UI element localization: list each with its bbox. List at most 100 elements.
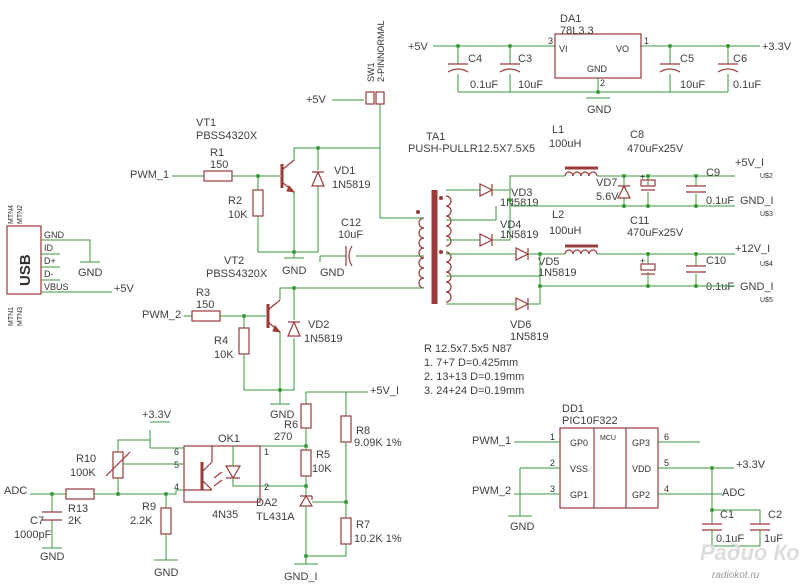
svg-text:1N5819: 1N5819 [538,267,577,279]
svg-text:R2: R2 [228,195,242,207]
svg-text:4: 4 [664,484,669,494]
svg-text:+: + [640,172,645,182]
svg-text:470uFx25V: 470uFx25V [627,143,684,155]
svg-text:100K: 100K [70,467,96,479]
svg-text:0.1uF: 0.1uF [733,79,761,91]
p3v3-label: +3.3V [762,41,792,53]
da1-value: 78L3.3 [560,25,594,37]
svg-text:1: 1 [644,36,649,46]
svg-text:GND: GND [270,409,295,421]
svg-text:+: + [640,256,645,266]
svg-text:5.6V: 5.6V [596,191,619,203]
svg-text:C5: C5 [680,53,694,65]
svg-text:0.1uF: 0.1uF [470,79,498,91]
svg-text:C3: C3 [518,53,532,65]
svg-text:1. 7+7 D=0.425mm: 1. 7+7 D=0.425mm [424,357,518,369]
svg-text:PIC10F322: PIC10F322 [562,415,618,427]
svg-text:3: 3 [550,484,555,494]
svg-text:1uF: 1uF [764,533,783,545]
svg-text:10K: 10K [228,209,248,221]
svg-text:0.1uF: 0.1uF [706,281,734,293]
svg-text:VD4: VD4 [500,219,521,231]
pwm2-net: PWM_2 [142,309,181,321]
svg-text:6: 6 [174,447,179,457]
svg-text:1N5819: 1N5819 [332,179,371,191]
svg-text:U$3: U$3 [760,211,773,218]
watermark: Радио Кот radiokot.ru [700,540,800,581]
svg-text:150: 150 [196,299,214,311]
svg-text:GND: GND [40,551,65,563]
svg-text:VD1: VD1 [334,165,355,177]
svg-text:270: 270 [274,431,292,443]
svg-text:VD7: VD7 [596,177,617,189]
p5vi-label: +5V_I [735,157,764,169]
svg-text:C11: C11 [630,215,649,227]
dd1-mcu: DD1 PIC10F322 MCU GP0 VSS GP1 GP3 VDD GP… [472,403,783,547]
da1-ref: DA1 [560,13,581,25]
svg-text:GND: GND [320,267,345,279]
svg-text:C12: C12 [341,217,361,229]
svg-text:DA2: DA2 [256,497,277,509]
svg-text:470uFx25V: 470uFx25V [627,227,684,239]
svg-text:10K: 10K [214,349,234,361]
dd1-pwm1: PWM_1 [472,435,511,447]
svg-text:VO: VO [616,44,629,54]
svg-text:GND: GND [78,267,103,279]
svg-text:GND: GND [510,521,535,533]
svg-text:C1: C1 [720,509,734,521]
pwm1-net: PWM_1 [130,169,169,181]
svg-text:MTN1: MTN1 [8,307,15,326]
svg-text:TA1: TA1 [426,131,445,143]
svg-text:R7: R7 [356,519,370,531]
svg-text:R8: R8 [356,425,370,437]
svg-text:MTN4: MTN4 [8,205,15,224]
svg-text:OK1: OK1 [218,433,240,445]
regulator-section: +5V +3.3V DA1 78L3.3 VI VO GND 3 1 2 GND… [408,13,792,116]
svg-text:R4: R4 [214,335,228,347]
svg-text:R13: R13 [68,503,88,515]
svg-text:C6: C6 [733,53,747,65]
gnd-i-label-3: GND_I [284,571,318,583]
svg-text:R10: R10 [76,453,96,465]
svg-text:C10: C10 [706,255,726,267]
svg-text:PUSH-PULLR12.5X7.5X5: PUSH-PULLR12.5X7.5X5 [408,143,535,155]
svg-text:2.2K: 2.2K [130,515,153,527]
adc-left-label: ADC [4,485,27,497]
ta1-transformer: TA1 PUSH-PULLR12.5X7.5X5 [408,131,541,305]
svg-text:2-PINNORMAL: 2-PINNORMAL [376,20,386,82]
svg-text:GND: GND [154,567,179,579]
svg-text:6: 6 [664,432,669,442]
svg-text:R 12.5x7.5x5 N87: R 12.5x7.5x5 N87 [424,343,512,355]
svg-text:PBSS4320X: PBSS4320X [206,268,268,280]
usb-vbus-label: +5V [114,283,135,295]
svg-text:1N5819: 1N5819 [304,333,343,345]
svg-text:1N5819: 1N5819 [500,229,539,241]
svg-text:MTN2: MTN2 [17,205,24,224]
svg-text:VD3: VD3 [511,187,532,199]
svg-text:10uF: 10uF [680,79,705,91]
svg-text:10.2K 1%: 10.2K 1% [354,533,402,545]
svg-text:U$4: U$4 [760,261,773,268]
sw1-p5v-label: +5V [306,94,327,106]
usb-connector: USB MTN4 MTN2 MTN1 MTN3 GND ID D+ D- VBU… [6,205,135,326]
svg-text:1000pF: 1000pF [14,529,52,541]
svg-text:2. 13+13 D=0.19mm: 2. 13+13 D=0.19mm [424,371,524,383]
svg-text:R9: R9 [142,501,156,513]
svg-text:VDD: VDD [632,464,652,474]
dd1-pwm2: PWM_2 [472,485,511,497]
svg-text:GND: GND [44,230,65,240]
svg-text:L2: L2 [552,209,564,221]
feedback-section: +5V_I R6 270 R8 9.09K 1% R5 10K DA2 TL43… [142,385,402,583]
svg-text:D-: D- [44,269,54,279]
svg-text:VI: VI [559,44,568,54]
svg-text:2: 2 [264,482,269,492]
p12vi-label: +12V_I [735,243,770,255]
svg-text:C7: C7 [30,515,44,527]
svg-text:R3: R3 [196,287,210,299]
svg-text:R5: R5 [316,449,330,461]
p3v3-ok1-label: +3.3V [142,409,172,421]
svg-text:GP0: GP0 [570,438,588,448]
svg-text:3. 24+24 D=0.19mm: 3. 24+24 D=0.19mm [424,385,524,397]
svg-text:4: 4 [174,482,179,492]
svg-text:GND: GND [282,265,307,277]
